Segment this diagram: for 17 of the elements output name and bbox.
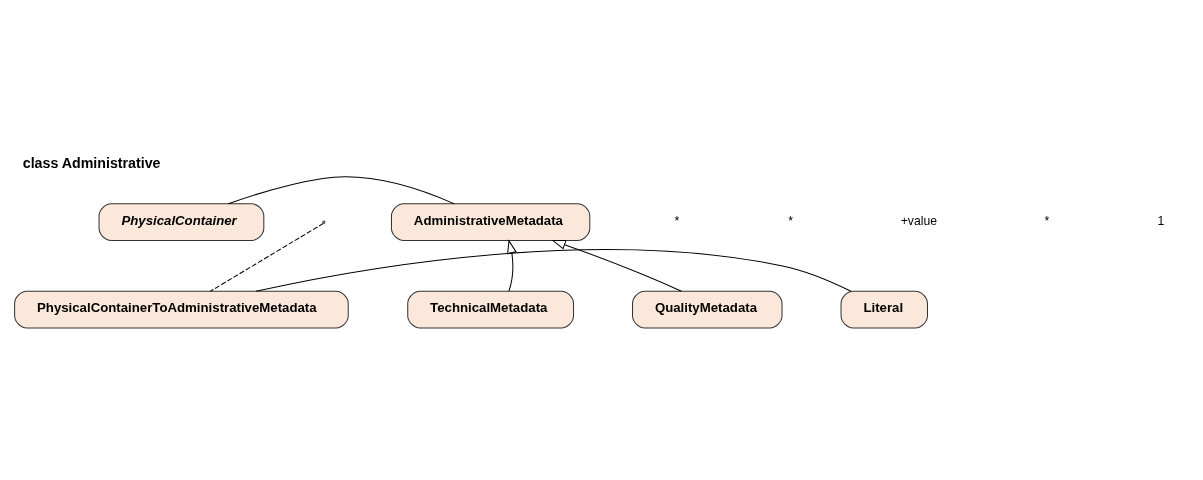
arrow [551,239,682,292]
label: * [674,213,680,228]
node-box: PhysicalContainer [98,202,265,241]
node-box: AdministrativeMetadata [390,202,591,241]
connector [227,175,455,204]
node-box: TechnicalMetadata [407,290,575,328]
node-box: PhysicalContainerToAdministrativeMetadata [14,290,349,328]
connector [255,248,852,292]
node-box: QualityMetadata [632,290,783,328]
arrow [507,238,517,292]
label: * [1044,213,1050,228]
diagram-title: class Administrative [22,154,161,171]
connector [209,222,324,292]
label: * [788,213,794,228]
label: +value [900,213,937,228]
label: 1 [1157,213,1165,228]
node-box: Literal [840,290,928,328]
